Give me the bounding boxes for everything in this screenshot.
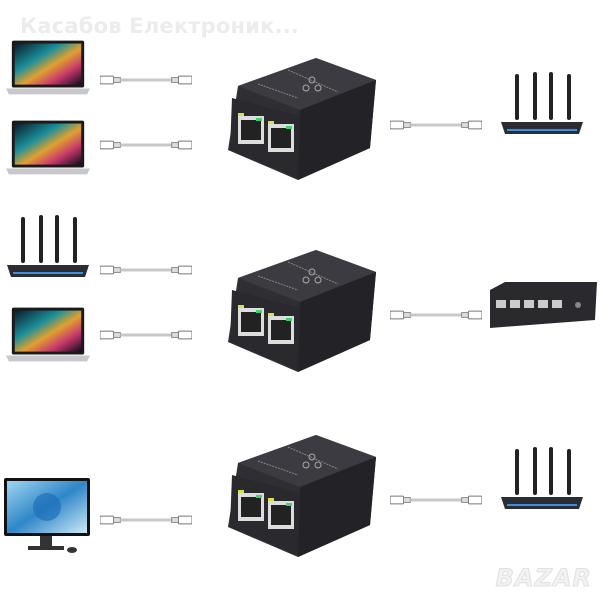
laptop-icon xyxy=(5,40,91,95)
ethernet-cable-icon xyxy=(100,264,192,276)
router-icon xyxy=(499,447,585,511)
ethernet-cable-icon xyxy=(100,74,192,86)
ethernet-cable-icon xyxy=(390,494,482,506)
ethernet-splitter-adapter xyxy=(227,435,377,558)
ethernet-cable-icon xyxy=(100,139,192,151)
bazar-logo-watermark: BAZAR xyxy=(495,564,592,593)
seller-watermark: Касабов Електроник... xyxy=(20,14,300,38)
ethernet-cable-icon xyxy=(100,329,192,341)
desktop-monitor-icon xyxy=(4,478,90,553)
ethernet-splitter-adapter xyxy=(227,250,377,373)
network-switch-icon xyxy=(490,282,597,328)
scenario-3 xyxy=(4,435,585,558)
ethernet-cable-icon xyxy=(390,119,482,131)
router-icon xyxy=(5,215,91,279)
scenario-2 xyxy=(5,215,597,373)
laptop-icon xyxy=(5,120,91,175)
ethernet-cable-icon xyxy=(100,514,192,526)
laptop-icon xyxy=(5,307,91,362)
scenario-1 xyxy=(5,40,585,181)
router-icon xyxy=(499,72,585,136)
ethernet-cable-icon xyxy=(390,309,482,321)
ethernet-splitter-adapter xyxy=(227,58,377,181)
